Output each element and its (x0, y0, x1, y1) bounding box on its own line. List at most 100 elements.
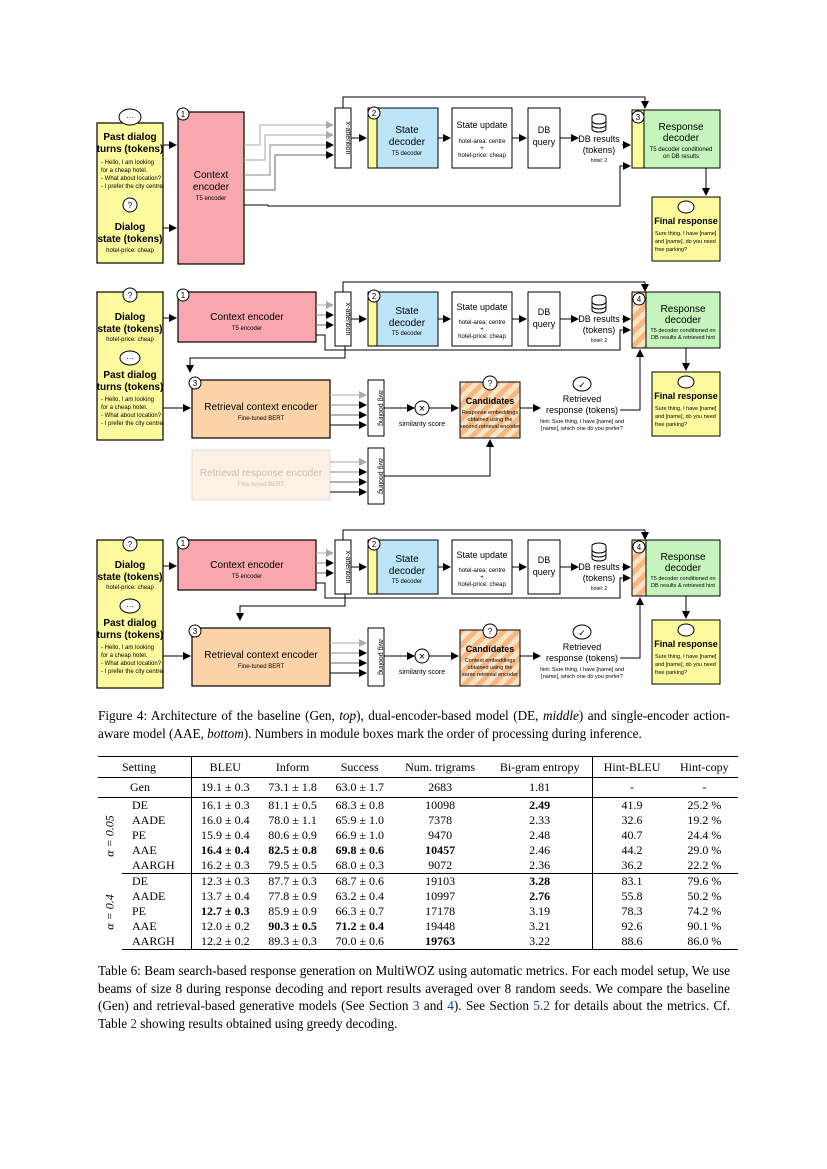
section-link[interactable]: 5.2 (533, 998, 550, 1013)
svg-text:similarity score: similarity score (399, 421, 445, 428)
svg-text:3: 3 (636, 113, 641, 122)
svg-text:State update: State update (456, 302, 507, 312)
bulb-icon: ? (122, 287, 138, 303)
table-link[interactable]: 2 (130, 1015, 137, 1031)
panel-aae: ? Dialog state (tokens) hotel-price: che… (96, 529, 721, 689)
svg-text:✓: ✓ (578, 628, 586, 638)
chat-icon: ··· (118, 108, 142, 126)
svg-text:2: 2 (372, 292, 377, 301)
svg-text:obtained using the: obtained using the (468, 417, 513, 423)
retrieval-context-encoder-box (191, 627, 331, 687)
svg-text:T5 decoder conditioned on: T5 decoder conditioned on (650, 328, 715, 334)
svg-text:- I prefer the city centre.: - I prefer the city centre. (101, 184, 165, 190)
svg-text:DB results: DB results (578, 314, 620, 324)
svg-text:3: 3 (193, 379, 198, 388)
svg-text:second retrieval encoder: second retrieval encoder (460, 424, 520, 430)
svg-text:hotel: 2: hotel: 2 (591, 338, 608, 344)
svg-text:- What about location?: - What about location? (101, 176, 162, 182)
svg-text:[name], which one do you prefe: [name], which one do you prefer? (541, 674, 623, 680)
svg-text:hotel-price: cheap: hotel-price: cheap (458, 582, 506, 588)
svg-text:Response: Response (660, 304, 705, 315)
svg-text:?: ? (488, 379, 493, 388)
svg-text:T5 decoder conditioned on: T5 decoder conditioned on (650, 576, 715, 582)
panel-de: ? Dialog state (tokens) hotel-price: che… (96, 281, 721, 505)
svg-text:···: ··· (126, 602, 134, 611)
chat-icon: ··· (119, 598, 141, 614)
svg-text:Fine-tuned BERT: Fine-tuned BERT (238, 416, 285, 422)
svg-text:free parking?: free parking? (655, 247, 687, 253)
svg-text:decoder: decoder (663, 133, 700, 144)
svg-text:4: 4 (637, 295, 642, 304)
svg-text:x-attention: x-attention (344, 122, 351, 155)
svg-text:Context encoder: Context encoder (210, 560, 284, 571)
svg-text:similarity score: similarity score (399, 669, 445, 676)
svg-text:State update: State update (456, 550, 507, 560)
svg-text:- Hello, I am looking: - Hello, I am looking (101, 645, 154, 651)
check-icon: ✓ (572, 624, 592, 640)
input-box (96, 291, 164, 441)
alpha-label: α = 0.4 (102, 893, 117, 930)
svg-text:?: ? (128, 201, 133, 210)
svg-text:3: 3 (193, 627, 198, 636)
svg-text:2: 2 (372, 109, 377, 118)
svg-text:and [name], do you need: and [name], do you need (655, 662, 716, 668)
chat-icon (677, 375, 695, 389)
svg-text:free parking?: free parking? (655, 422, 687, 428)
alpha-label: α = 0.05 (102, 815, 117, 857)
database-icon (591, 542, 607, 562)
state-decoder-box (367, 107, 439, 169)
state-update-box (451, 291, 513, 347)
svg-text:Retrieval context encoder: Retrieval context encoder (204, 402, 318, 413)
svg-text:DB: DB (538, 555, 551, 565)
svg-text:Dialog: Dialog (115, 312, 146, 323)
svg-text:Candidates: Candidates (466, 644, 515, 654)
section-link[interactable]: 3 (412, 998, 420, 1013)
figure-caption: Figure 4: Architecture of the baseline (… (98, 708, 731, 741)
input-box (96, 122, 164, 264)
panel-gen: ··· Past dialog turns (tokens) - Hello, … (96, 96, 721, 265)
svg-text:hotel-price: cheap: hotel-price: cheap (106, 337, 154, 343)
svg-text:State: State (395, 554, 419, 565)
svg-text:free parking?: free parking? (655, 670, 687, 676)
results-table: Setting BLEU Inform Success Num. trigram… (98, 756, 738, 950)
svg-text:Past dialog: Past dialog (103, 370, 156, 381)
svg-text:DB results: DB results (578, 562, 620, 572)
svg-text:and [name], do you need: and [name], do you need (655, 414, 716, 420)
svg-text:Context encoder: Context encoder (210, 312, 284, 323)
svg-text:query: query (533, 567, 556, 577)
svg-text:T5 decoder: T5 decoder (392, 151, 422, 157)
response-decoder-box (631, 291, 721, 349)
svg-text:decoder: decoder (389, 566, 426, 577)
svg-text:avg pooling: avg pooling (377, 390, 384, 426)
context-encoder-box (177, 539, 317, 591)
section-link[interactable]: 4 (447, 998, 454, 1013)
svg-text:T5 decoder: T5 decoder (392, 579, 422, 585)
svg-text:- I prefer the city centre.: - I prefer the city centre. (101, 421, 165, 427)
table-row: Gen 19.1 ± 0.3 73.1 ± 1.8 63.0 ± 1.7 268… (98, 777, 738, 798)
db-query-box (527, 291, 561, 347)
context-encoder-box (177, 291, 317, 343)
svg-text:Sure thing, I have [name]: Sure thing, I have [name] (655, 231, 717, 237)
svg-text:···: ··· (126, 354, 134, 363)
svg-text:decoder: decoder (665, 315, 702, 326)
svg-text:hotel-price: cheap: hotel-price: cheap (106, 248, 154, 254)
svg-text:Final response: Final response (654, 639, 718, 649)
svg-text:Dialog: Dialog (115, 560, 146, 571)
svg-text:Retrieved: Retrieved (563, 394, 602, 404)
svg-text:Retrieval context encoder: Retrieval context encoder (204, 650, 318, 661)
svg-text:hotel-area: centre: hotel-area: centre (458, 320, 506, 326)
svg-text:hotel-price: cheap: hotel-price: cheap (458, 153, 506, 159)
label: turns (tokens) (97, 144, 164, 155)
db-query-box (527, 107, 561, 169)
svg-text:1: 1 (181, 291, 186, 300)
svg-text:on DB results: on DB results (663, 154, 699, 160)
state-decoder-box (367, 291, 439, 347)
svg-text:State: State (395, 306, 419, 317)
svg-text:state (tokens): state (tokens) (97, 324, 162, 335)
